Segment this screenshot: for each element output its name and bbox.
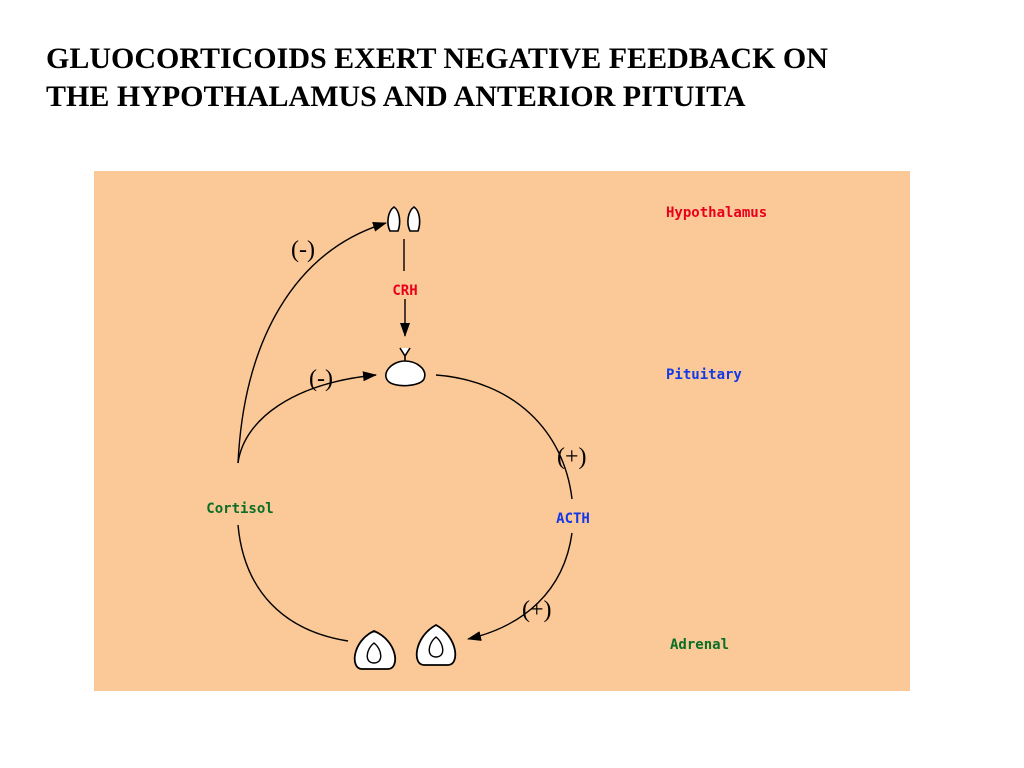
hypothalamus-feedback-sign: (-) bbox=[291, 237, 315, 263]
acth-label: ACTH bbox=[556, 511, 590, 527]
adrenal-glands-icon bbox=[353, 623, 457, 670]
cortisol-to-pituitary-feedback-arrow bbox=[237, 371, 377, 464]
pituitary-feedback-sign: (-) bbox=[309, 366, 333, 392]
adrenal-to-cortisol-arc bbox=[237, 524, 349, 642]
pituitary-gland-icon bbox=[385, 347, 426, 387]
cortisol-to-hypothalamus-feedback-arrow bbox=[237, 222, 387, 464]
slide-title: GLUOCORTICOIDS EXERT NEGATIVE FEEDBACK O… bbox=[46, 40, 986, 116]
adrenal-stimulation-sign: (+) bbox=[522, 597, 552, 623]
pituitary-label: Pituitary bbox=[666, 367, 742, 383]
feedback-diagram-panel: CRH ACTH Cortisol Hypothalamus Pituitary… bbox=[94, 171, 910, 691]
title-line-1: GLUOCORTICOIDS EXERT NEGATIVE FEEDBACK O… bbox=[46, 42, 828, 75]
pituitary-to-acth-arc bbox=[435, 374, 573, 500]
cortisol-label: Cortisol bbox=[206, 501, 273, 517]
acth-to-adrenal-arrow bbox=[467, 532, 573, 641]
feedback-diagram: CRH ACTH Cortisol Hypothalamus Pituitary… bbox=[206, 205, 767, 670]
hypothalamus-label: Hypothalamus bbox=[666, 205, 767, 221]
title-line-2: THE HYPOTHALAMUS AND ANTERIOR PITUITA bbox=[46, 80, 746, 113]
adrenal-label: Adrenal bbox=[670, 637, 729, 653]
crh-label: CRH bbox=[392, 283, 417, 299]
hypothalamus-neurons-icon bbox=[387, 206, 421, 232]
acth-stimulation-sign: (+) bbox=[557, 444, 587, 470]
